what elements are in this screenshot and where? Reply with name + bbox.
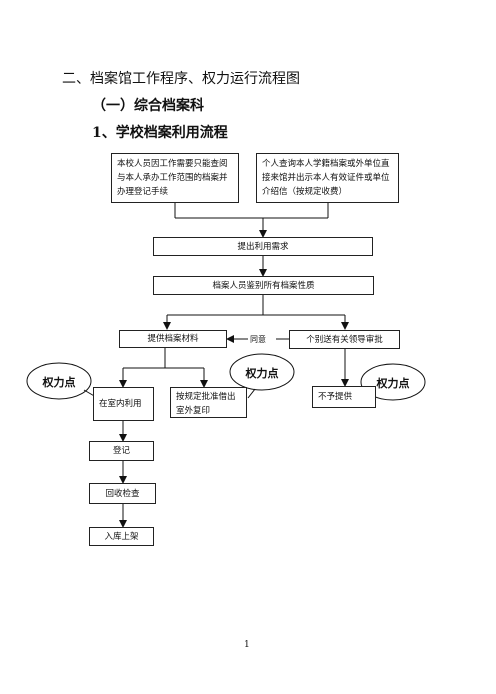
node-register: 登记	[89, 441, 154, 461]
node-in-room-use: 在室内利用	[93, 387, 154, 421]
subsection-heading: （一）综合档案科	[92, 98, 204, 114]
callout-pointer-2	[247, 388, 256, 399]
section-heading: 二、档案馆工作程序、权力运行流程图	[62, 71, 300, 87]
item-heading: 1、学校档案利用流程	[92, 125, 228, 141]
callout-bubble-1	[26, 362, 92, 400]
node-not-provided: 不予提供	[312, 386, 376, 408]
node-borrow-copy: 按规定批准借出室外复印	[170, 387, 247, 418]
node-store: 入库上架	[89, 527, 154, 546]
node-staff-request: 本校人员因工作需要只能查阅与本人承办工作范围的档案并办理登记手续	[111, 153, 239, 203]
callout-bubble-2	[229, 353, 295, 391]
callout-label-1: 权力点	[42, 376, 76, 389]
callout-label-2: 权力点	[245, 367, 279, 380]
callout-label-3: 权力点	[376, 377, 410, 390]
node-personal-request: 个人查询本人学籍档案或外单位直接来馆并出示本人有效证件或单位介绍信（按规定收费）	[256, 153, 399, 203]
node-leader-approval: 个别送有关领导审批	[289, 330, 400, 349]
page-number: 1	[244, 640, 250, 650]
node-submit-request: 提出利用需求	[153, 237, 373, 256]
callout-bubble-3	[360, 363, 426, 401]
edge-label-agree: 同意	[250, 335, 266, 344]
node-identify-nature: 档案人员鉴别所有档案性质	[153, 276, 374, 295]
node-provide-material: 提供档案材料	[119, 330, 227, 348]
node-recover-check: 回收检查	[89, 483, 156, 504]
